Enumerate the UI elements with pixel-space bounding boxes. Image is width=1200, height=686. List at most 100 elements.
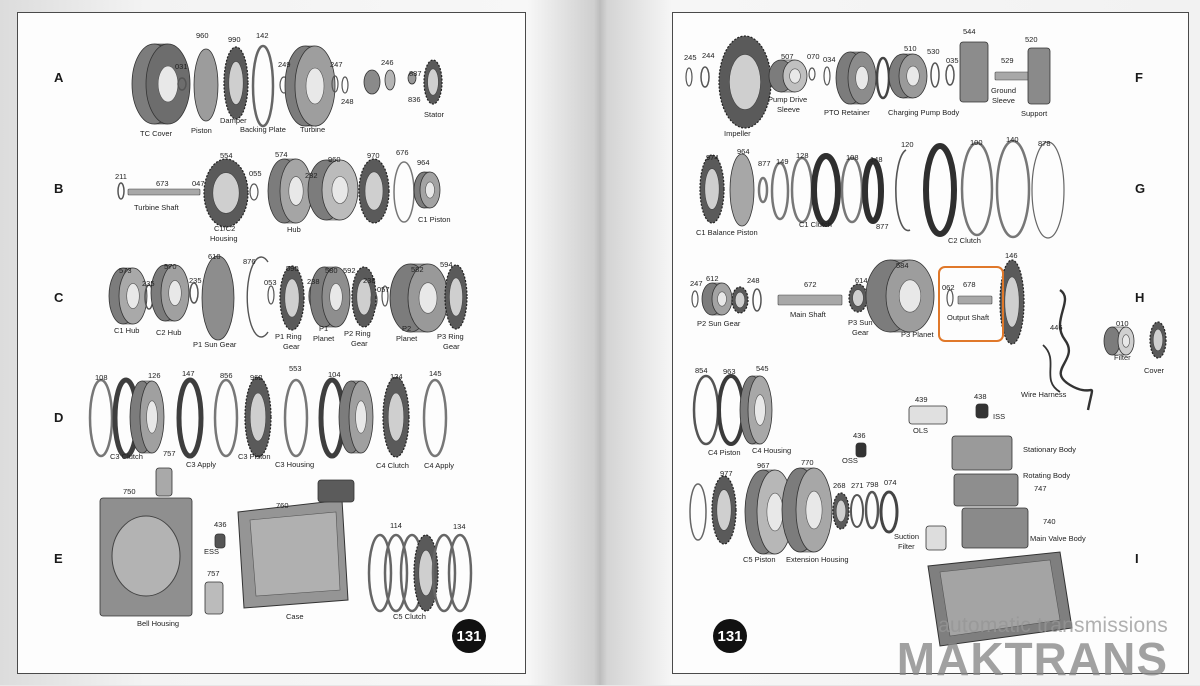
part-number: 554 xyxy=(220,151,233,160)
ring-part xyxy=(267,285,275,305)
part-number: 235 xyxy=(142,279,155,288)
disc-part xyxy=(201,255,235,341)
drum-bore xyxy=(305,67,325,105)
part-label: Case xyxy=(286,612,304,621)
part-number: 142 xyxy=(256,31,269,40)
wire-harness-part xyxy=(1058,289,1094,411)
part-label: C2 Hub xyxy=(156,328,182,337)
ring-part xyxy=(757,176,769,204)
part-number: 584 xyxy=(896,261,909,270)
part-number: 877 xyxy=(876,222,889,231)
shaft-part xyxy=(777,294,843,306)
part-label: PTO Retainer xyxy=(824,108,870,117)
page-number-badge-right: 131 xyxy=(713,619,747,653)
ring-part xyxy=(331,75,339,93)
part-label: Pump Drive xyxy=(768,95,808,104)
ring-part xyxy=(840,156,864,224)
part-label: Bell Housing xyxy=(137,619,180,628)
part-number: 010 xyxy=(1116,319,1129,328)
part-number: 590 xyxy=(286,264,299,273)
drum-bore xyxy=(717,291,727,307)
part-label: Main Shaft xyxy=(790,310,826,319)
ring-part xyxy=(879,490,899,534)
part-label: Turbine Shaft xyxy=(134,203,179,212)
ring-part xyxy=(685,67,693,87)
part-number: 271 xyxy=(851,481,864,490)
ring-part xyxy=(341,76,349,94)
part-number: 510 xyxy=(904,44,917,53)
part-number: 034 xyxy=(823,55,836,64)
disc-part xyxy=(193,48,219,122)
drum-bore xyxy=(355,400,367,434)
part-number: 244 xyxy=(702,51,715,60)
part-label: C4 Piston xyxy=(708,448,741,457)
ring-part xyxy=(700,66,710,88)
part-number: 235 xyxy=(189,276,202,285)
part-label: C1/C2 xyxy=(214,224,236,233)
gear-bore xyxy=(427,68,439,96)
part-number: 047 xyxy=(192,179,205,188)
drum-bore xyxy=(754,394,766,426)
part-number: 836 xyxy=(408,95,421,104)
part-label: Sleeve xyxy=(777,105,800,114)
part-number: 053 xyxy=(264,278,277,287)
part-label: OSS xyxy=(842,456,858,465)
ring-part xyxy=(189,282,199,304)
ring-part xyxy=(692,374,720,446)
part-number: 676 xyxy=(396,148,409,157)
housing-part xyxy=(975,403,989,419)
part-label: Charging Pump Body xyxy=(888,108,960,117)
part-label: Stator xyxy=(424,110,445,119)
ring-part xyxy=(770,161,790,221)
part-number: 967 xyxy=(757,461,770,470)
part-label: Hub xyxy=(287,225,301,234)
disc-part xyxy=(729,153,755,227)
part-number: 553 xyxy=(289,364,302,373)
ring-part xyxy=(213,378,239,458)
part-number: 249 xyxy=(278,60,291,69)
part-number: 610 xyxy=(208,252,221,261)
part-label: C4 Apply xyxy=(424,461,455,470)
part-number: 108 xyxy=(846,153,859,162)
part-label: TC Cover xyxy=(140,129,173,138)
part-number: 248 xyxy=(341,97,354,106)
drum-bore xyxy=(168,280,182,306)
part-label: P1 Sun Gear xyxy=(193,340,237,349)
shaft-part xyxy=(994,71,1031,81)
ring-part xyxy=(808,67,816,81)
case-inner xyxy=(249,511,341,597)
part-number: 238 xyxy=(363,276,376,285)
part-label: Damper xyxy=(220,116,247,125)
drum-bore xyxy=(425,181,435,199)
gear-bore xyxy=(1004,276,1020,328)
housing-part xyxy=(204,581,224,615)
part-number: 964 xyxy=(737,147,750,156)
part-number: 104 xyxy=(328,370,341,379)
housing-part xyxy=(959,41,989,103)
part-number: 678 xyxy=(963,280,976,289)
ring-part xyxy=(717,374,745,446)
part-number: 074 xyxy=(884,478,897,487)
part-label: Gear xyxy=(351,339,368,348)
gear-bore xyxy=(729,54,761,110)
part-number: 963 xyxy=(723,367,736,376)
housing-part xyxy=(961,507,1029,549)
part-number: 960 xyxy=(196,31,209,40)
part-label: P3 Sun xyxy=(848,318,873,327)
part-number: 673 xyxy=(156,179,169,188)
part-number: 245 xyxy=(684,53,697,62)
part-number: 970 xyxy=(367,151,380,160)
ring-part xyxy=(88,378,114,458)
part-label: Output Shaft xyxy=(947,313,990,322)
part-label: P1 Ring xyxy=(275,332,302,341)
part-number: 582 xyxy=(411,265,424,274)
gear-bore xyxy=(1152,328,1164,352)
part-label: Gear xyxy=(852,328,869,337)
part-number: 573 xyxy=(119,266,132,275)
part-number: 770 xyxy=(801,458,814,467)
ring-part xyxy=(689,483,707,541)
shaft-part xyxy=(127,188,201,196)
part-number: 580 xyxy=(325,266,338,275)
drum-bore xyxy=(898,279,922,313)
row-letter-b: B xyxy=(54,181,64,196)
